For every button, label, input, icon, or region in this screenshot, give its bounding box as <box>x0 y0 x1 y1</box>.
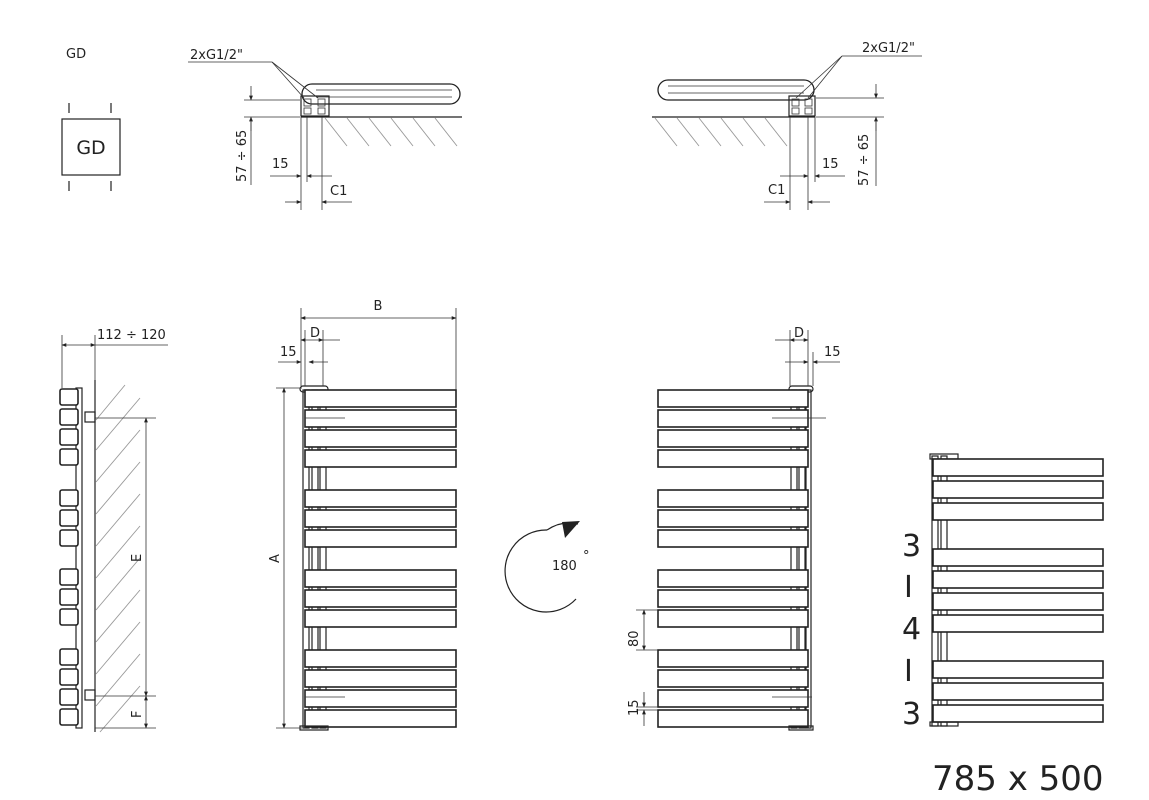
front-view: B D 15 A <box>268 299 457 731</box>
rear-offset: 15 <box>824 345 841 360</box>
top-left-offset: 15 <box>272 157 289 172</box>
group-mid: 4 <box>902 612 921 647</box>
top-right-thread: 2xG1/2" <box>862 41 915 56</box>
rear-spacing: 80 <box>627 630 642 647</box>
group-top: 3 <box>902 529 921 564</box>
top-right-c1: C1 <box>768 183 785 198</box>
top-left-thread: 2xG1/2" <box>190 48 243 63</box>
front-d: D <box>310 326 320 341</box>
side-view: 112 ÷ 120 E F <box>59 328 168 733</box>
top-right-offset: 15 <box>822 157 839 172</box>
rear-d: D <box>794 326 804 341</box>
rotation-unit: ° <box>583 549 590 564</box>
group-bottom: 3 <box>902 697 921 732</box>
side-e: E <box>130 554 145 562</box>
rear-bar-height: 15 <box>627 699 642 716</box>
front-b: B <box>374 299 383 314</box>
rotation-label: 180 <box>552 559 577 574</box>
group-sep2: I <box>904 654 913 689</box>
grouping-model: 3 I 4 I 3 <box>902 453 1104 732</box>
rear-view: D 15 80 15 <box>627 326 841 731</box>
variant-label: GD <box>66 47 86 62</box>
size-caption: 785 x 500 <box>932 759 1104 799</box>
connection-symbol: GD <box>61 103 121 191</box>
top-right-detail: 2xG1/2" 57 ÷ 65 15 C1 <box>652 41 922 210</box>
front-a: A <box>268 554 283 563</box>
side-f: F <box>130 711 145 718</box>
top-left-c1: C1 <box>330 184 347 199</box>
rotate-180-icon: 180 ° <box>504 521 590 613</box>
side-depth: 112 ÷ 120 <box>97 328 166 343</box>
top-right-height: 57 ÷ 65 <box>857 134 872 186</box>
top-left-height: 57 ÷ 65 <box>235 130 250 182</box>
group-sep1: I <box>904 570 913 605</box>
top-left-detail: 2xG1/2" 57 ÷ 65 15 C1 <box>188 48 462 210</box>
connection-box-label: GD <box>76 137 105 159</box>
front-offset: 15 <box>280 345 297 360</box>
